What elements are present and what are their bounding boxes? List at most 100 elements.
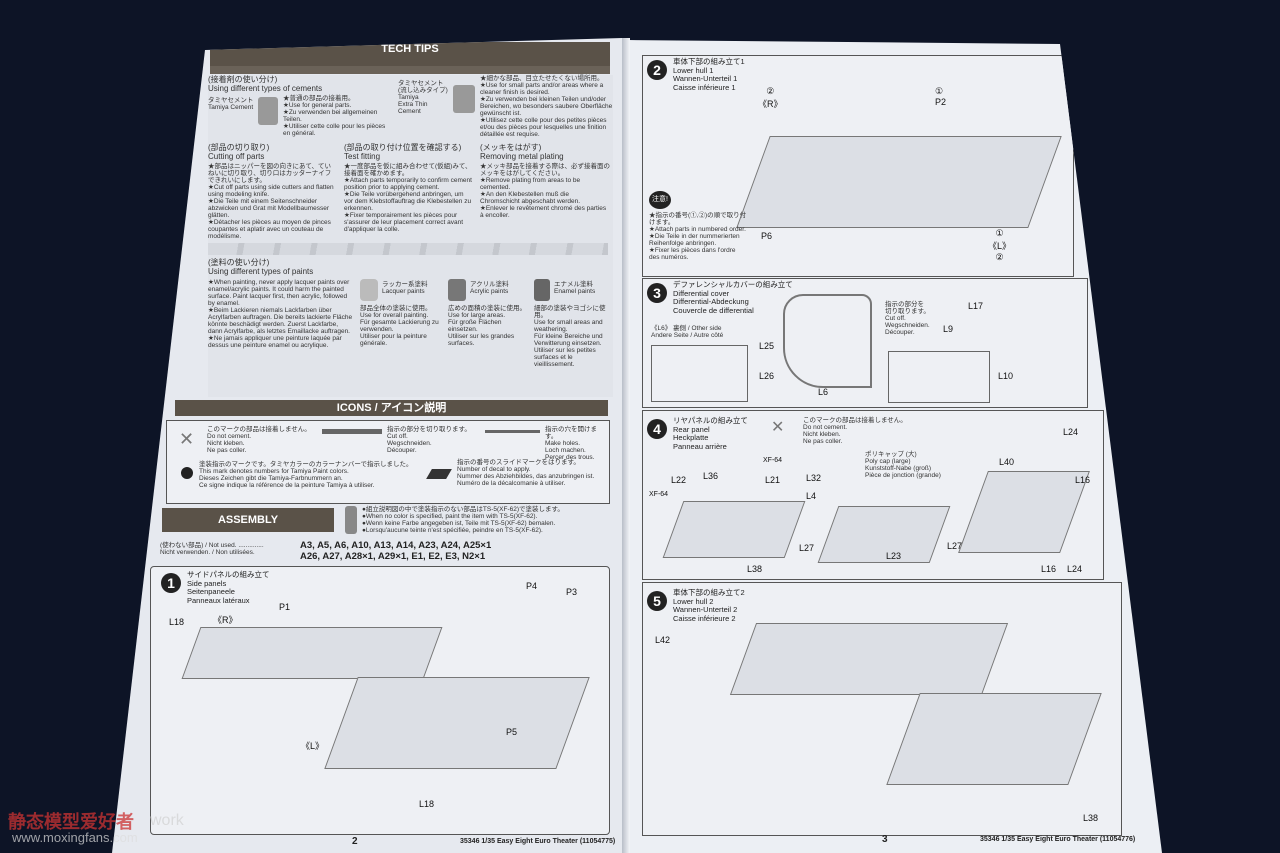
page-footer: 35346 1/35 Easy Eight Euro Theater (1105… [460, 838, 616, 845]
page-number: 3 [882, 834, 888, 845]
enamel-jar-icon [534, 279, 550, 301]
part-label: ① P2 [935, 86, 947, 107]
cement1-name: タミヤセメント Tamiya Cement [208, 97, 254, 111]
enamel-desc: 細部の塗装やヨゴシに使用。 Use for small areas and we… [534, 305, 606, 368]
acrylic-desc: 広めの面積の塗装に使用。 Use for large areas. Für gr… [448, 305, 526, 347]
icons-heading: ICONS / アイコン説明 [175, 400, 608, 416]
watermark-url: www.moxingfans.com [12, 830, 138, 845]
book-spine [622, 38, 630, 853]
hull-rear-drawing [958, 471, 1090, 553]
step-title: サイドパネルの組み立て Side panels Seitenpaneele Pa… [187, 570, 270, 605]
side-panel-right-drawing [181, 627, 443, 679]
step-title: リヤパネルの組み立て Rear panel Heckplatte Panneau… [673, 416, 748, 451]
extra-thin-bottle-icon [453, 85, 475, 113]
part-label: L23 [886, 551, 902, 561]
no-cement-text: このマークの部品は接着しません。 Do not cement. Nicht kl… [207, 426, 311, 454]
part-label: L18 [419, 799, 435, 809]
step5-box: 5 車体下部の組み立て2 Lower hull 2 Wannen-Unterte… [642, 582, 1122, 836]
side-panel-left-drawing [324, 677, 590, 769]
step-title: 車体下部の組み立て2 Lower hull 2 Wannen-Unterteil… [673, 588, 745, 623]
differential-back-drawing [651, 345, 748, 402]
paint-note: ●組立説明図の中で塗装指示のない部品はTS-5(XF-62)で塗装します。 ●W… [362, 506, 564, 534]
tech-tips-section: (接着剤の使い分け) Using different types of ceme… [208, 75, 613, 397]
paint-mark-icon [181, 467, 193, 479]
part-label: L27 [799, 543, 815, 553]
lower-hull-2-drawing [729, 623, 1009, 695]
icons-legend: ✕ このマークの部品は接着しません。 Do not cement. Nicht … [166, 420, 610, 504]
step-number: 1 [161, 573, 181, 593]
test-fitting-desc: ★一度部品を仮に組み合わせて(仮組)みて、接着面を確かめます。 ★Attach … [344, 163, 472, 233]
step-title: デファレンシャルカバーの組み立て Differential cover Diff… [673, 280, 793, 315]
part-label: L24 [1063, 427, 1079, 437]
differential-front-drawing [888, 351, 990, 403]
paints-desc: ★When painting, never apply lacquer pain… [208, 279, 353, 349]
rear-panel-drawing [662, 501, 806, 558]
lacquer-jar-icon [360, 279, 378, 301]
step-number: 2 [647, 60, 667, 80]
assembly-heading: ASSEMBLY [162, 508, 334, 532]
decal-icon [426, 469, 452, 479]
other-side-note: 《L6》 裏側 / Other side Andere Seite / Autr… [651, 325, 724, 339]
cement-bottle-icon [258, 97, 278, 125]
step-number: 4 [647, 419, 667, 439]
step1-box: 1 サイドパネルの組み立て Side panels Seitenpaneele … [150, 566, 610, 835]
part-label: L17 [968, 301, 984, 311]
part-label: L6 [818, 387, 829, 397]
no-cement-icon: ✕ [179, 429, 195, 449]
part-label: P3 [566, 587, 578, 597]
step2-box: 2 車体下部の組み立て1 Lower hull 1 Wannen-Unterte… [642, 55, 1074, 277]
part-label: ① 《L》 ② [988, 228, 1012, 262]
no-cement-text: このマークの部品は接着しません。 Do not cement. Nicht kl… [803, 417, 907, 445]
part-label: L40 [999, 457, 1015, 467]
part-label: 《L》 [301, 741, 325, 751]
step-number: 3 [647, 283, 667, 303]
part-label: L32 [806, 473, 822, 483]
plating-heading: (メッキをはがす) Removing metal plating [480, 143, 564, 161]
drill-icon [485, 430, 540, 433]
part-label: L36 [703, 471, 719, 481]
part-label: L4 [806, 491, 817, 501]
part-label: 《R》 [213, 615, 238, 625]
part-label: P1 [279, 602, 291, 612]
not-used-label: (使わない部品) / Not used. .............. Nich… [160, 542, 264, 556]
caution-text: ★指示の番号(①,②)の順で取り付けます。 ★Attach parts in n… [649, 212, 747, 261]
paints-heading: (塗料の使い分け) Using different types of paint… [208, 258, 314, 276]
part-label: L26 [759, 371, 775, 381]
make-holes-text: 指示の穴を開けます。 Make holes. Loch machen. Perc… [545, 426, 597, 461]
watermark-network: work [150, 812, 184, 829]
part-label: L18 [169, 617, 185, 627]
not-used-parts: A3, A5, A6, A10, A13, A14, A23, A24, A25… [300, 540, 492, 562]
spray-can-icon [345, 506, 357, 534]
part-label: L38 [747, 564, 763, 574]
part-label: L25 [759, 341, 775, 351]
cement2-name: タミヤセメント (流し込みタイプ) Tamiya Extra Thin Ceme… [398, 80, 448, 115]
acrylic-jar-icon [448, 279, 466, 301]
cement-heading: (接着剤の使い分け) Using different types of ceme… [208, 75, 323, 93]
part-label: XF-64 [649, 491, 669, 498]
tech-tips-heading: TECH TIPS [210, 42, 610, 74]
hull-assembly-drawing [886, 693, 1102, 785]
cutting-desc: ★部品はニッパーを図の向きにあて、ていねいに切り取り、切り口はカッターナイフでき… [208, 163, 334, 240]
test-fitting-heading: (部品の取り付け位置を確認する) Test fitting [344, 143, 462, 161]
part-label: L16 [1075, 475, 1091, 485]
rear-plate-drawing [817, 506, 951, 563]
step4-box: 4 リヤパネルの組み立て Rear panel Heckplatte Panne… [642, 410, 1104, 580]
part-label: L38 [1083, 813, 1099, 823]
part-label: L21 [765, 475, 781, 485]
step3-box: 3 デファレンシャルカバーの組み立て Differential cover Di… [642, 278, 1088, 408]
acrylic-label: アクリル塗料 Acrylic paints [470, 281, 509, 295]
step-title: 車体下部の組み立て1 Lower hull 1 Wannen-Unterteil… [673, 57, 745, 92]
decal-text: 指示の番号のスライドマークをはります。 Number of decal to a… [457, 459, 595, 487]
part-label: L16 [1041, 564, 1057, 574]
caution-badge: 注意! [649, 191, 671, 209]
part-label: L22 [671, 475, 687, 485]
part-label: L10 [998, 371, 1014, 381]
watermark-logo: 静态模型爱好者 [8, 812, 134, 832]
knife-icon [322, 429, 382, 434]
plating-desc: ★メッキ部品を接着する際は、必ず接着面のメッキをはがしてください。 ★Remov… [480, 163, 610, 219]
cement1-desc: ★普通の部品の接着用。 ★Use for general parts. ★Zu … [283, 95, 386, 137]
lacquer-label: ラッカー系塗料 Lacquer paints [382, 281, 428, 295]
cement2-desc: ★細かな部品、目立たせたくない場所用。 ★Use for small parts… [480, 75, 613, 138]
